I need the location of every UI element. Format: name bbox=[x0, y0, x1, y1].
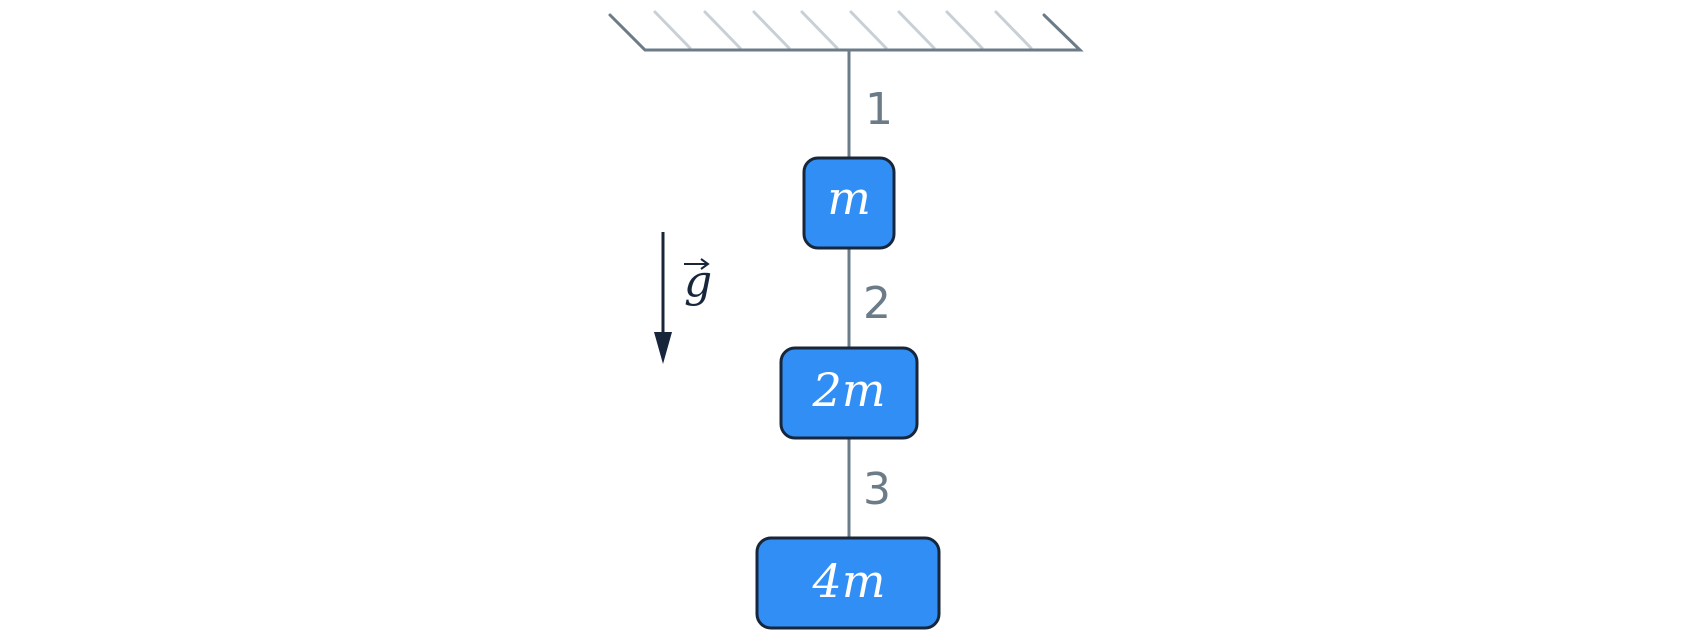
ceiling-line bbox=[608, 13, 1084, 52]
mass-block-3: 4m bbox=[755, 536, 941, 630]
mass-label-1: m bbox=[827, 171, 871, 225]
gravity-label: g bbox=[684, 256, 712, 307]
down-arrow-icon bbox=[654, 232, 672, 364]
vector-arrow-icon bbox=[684, 258, 710, 270]
rope-label-2: 2 bbox=[863, 278, 891, 329]
rope-label-1: 1 bbox=[865, 84, 893, 135]
ceiling bbox=[608, 10, 1084, 52]
mass-label-3: 4m bbox=[812, 554, 886, 608]
mass-block-1: m bbox=[802, 156, 896, 250]
mass-block-2: 2m bbox=[779, 346, 919, 440]
rope-label-3: 3 bbox=[863, 464, 891, 515]
ceiling-hatching bbox=[653, 10, 1033, 50]
mass-label-2: 2m bbox=[812, 363, 886, 417]
